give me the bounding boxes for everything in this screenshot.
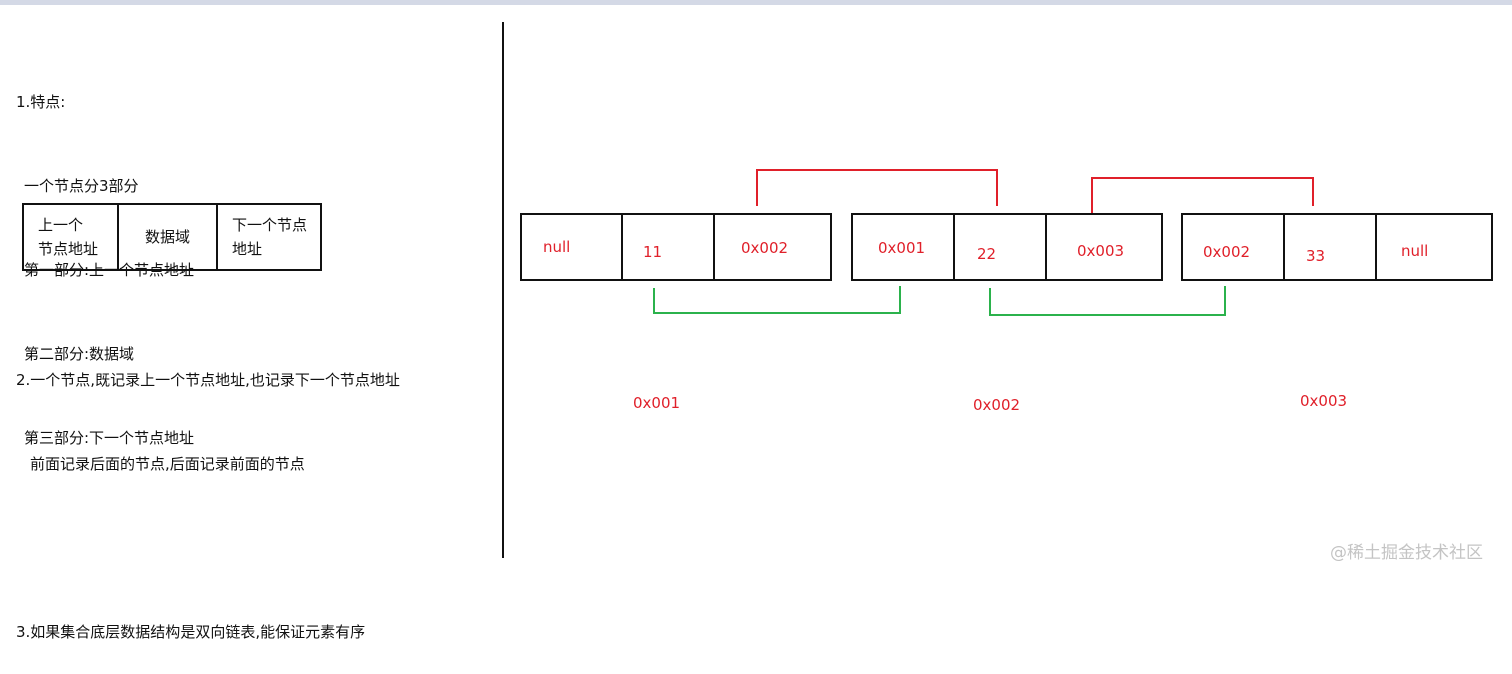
node-1-data: 11	[643, 243, 662, 261]
note-line-4: 第二部分:数据域	[24, 345, 135, 363]
note-line-1: 1.特点:	[16, 93, 66, 111]
note-line-2: 一个节点分3部分	[24, 177, 139, 195]
top-bar	[0, 0, 1512, 5]
node-3-prev: 0x002	[1203, 243, 1250, 261]
node-1-address: 0x001	[633, 394, 680, 412]
node-3-next: null	[1401, 242, 1428, 260]
legend-prev-line1: 上一个	[38, 216, 84, 234]
node-3-address: 0x003	[1300, 392, 1347, 410]
node-1: null 11 0x002	[520, 213, 832, 281]
watermark: @稀土掘金技术社区	[1330, 543, 1483, 563]
legend-data-label: 数据域	[144, 228, 190, 246]
node-1-prev: null	[543, 238, 570, 256]
node-2: 0x001 22 0x003	[851, 213, 1163, 281]
legend-next-line2: 地址	[232, 240, 263, 258]
legend-data-cell: 数据域	[119, 205, 218, 269]
note-line-7: 前面记录后面的节点,后面记录前面的节点	[30, 455, 305, 473]
note-line-5: 第三部分:下一个节点地址	[24, 429, 195, 447]
forward-link-1-to-2	[756, 169, 998, 206]
backward-link-3-to-2	[989, 286, 1226, 316]
legend-prev-cell: 上一个 节点地址	[24, 205, 119, 269]
backward-link-2-to-1	[653, 286, 901, 314]
node-2-address: 0x002	[973, 396, 1020, 414]
node-2-next: 0x003	[1077, 242, 1124, 260]
node-3-data: 33	[1306, 247, 1325, 265]
node-3: 0x002 33 null	[1181, 213, 1493, 281]
legend-next-cell: 下一个节点 地址	[218, 205, 320, 269]
node-2-data: 22	[977, 245, 996, 263]
note-line-6: 2.一个节点,既记录上一个节点地址,也记录下一个节点地址	[16, 371, 400, 389]
node-2-prev: 0x001	[878, 239, 925, 257]
linked-list-diagram: null 11 0x002 0x001 22 0x003 0x002 33 nu…	[520, 169, 1493, 414]
forward-link-2-to-3	[1091, 177, 1314, 213]
node-structure-legend: 上一个 节点地址 数据域 下一个节点 地址	[22, 203, 322, 271]
legend-next-line1: 下一个节点	[232, 216, 308, 234]
vertical-divider	[502, 22, 504, 558]
note-line-8: 3.如果集合底层数据结构是双向链表,能保证元素有序	[16, 623, 366, 641]
legend-prev-line2: 节点地址	[38, 240, 99, 258]
node-1-next: 0x002	[741, 239, 788, 257]
